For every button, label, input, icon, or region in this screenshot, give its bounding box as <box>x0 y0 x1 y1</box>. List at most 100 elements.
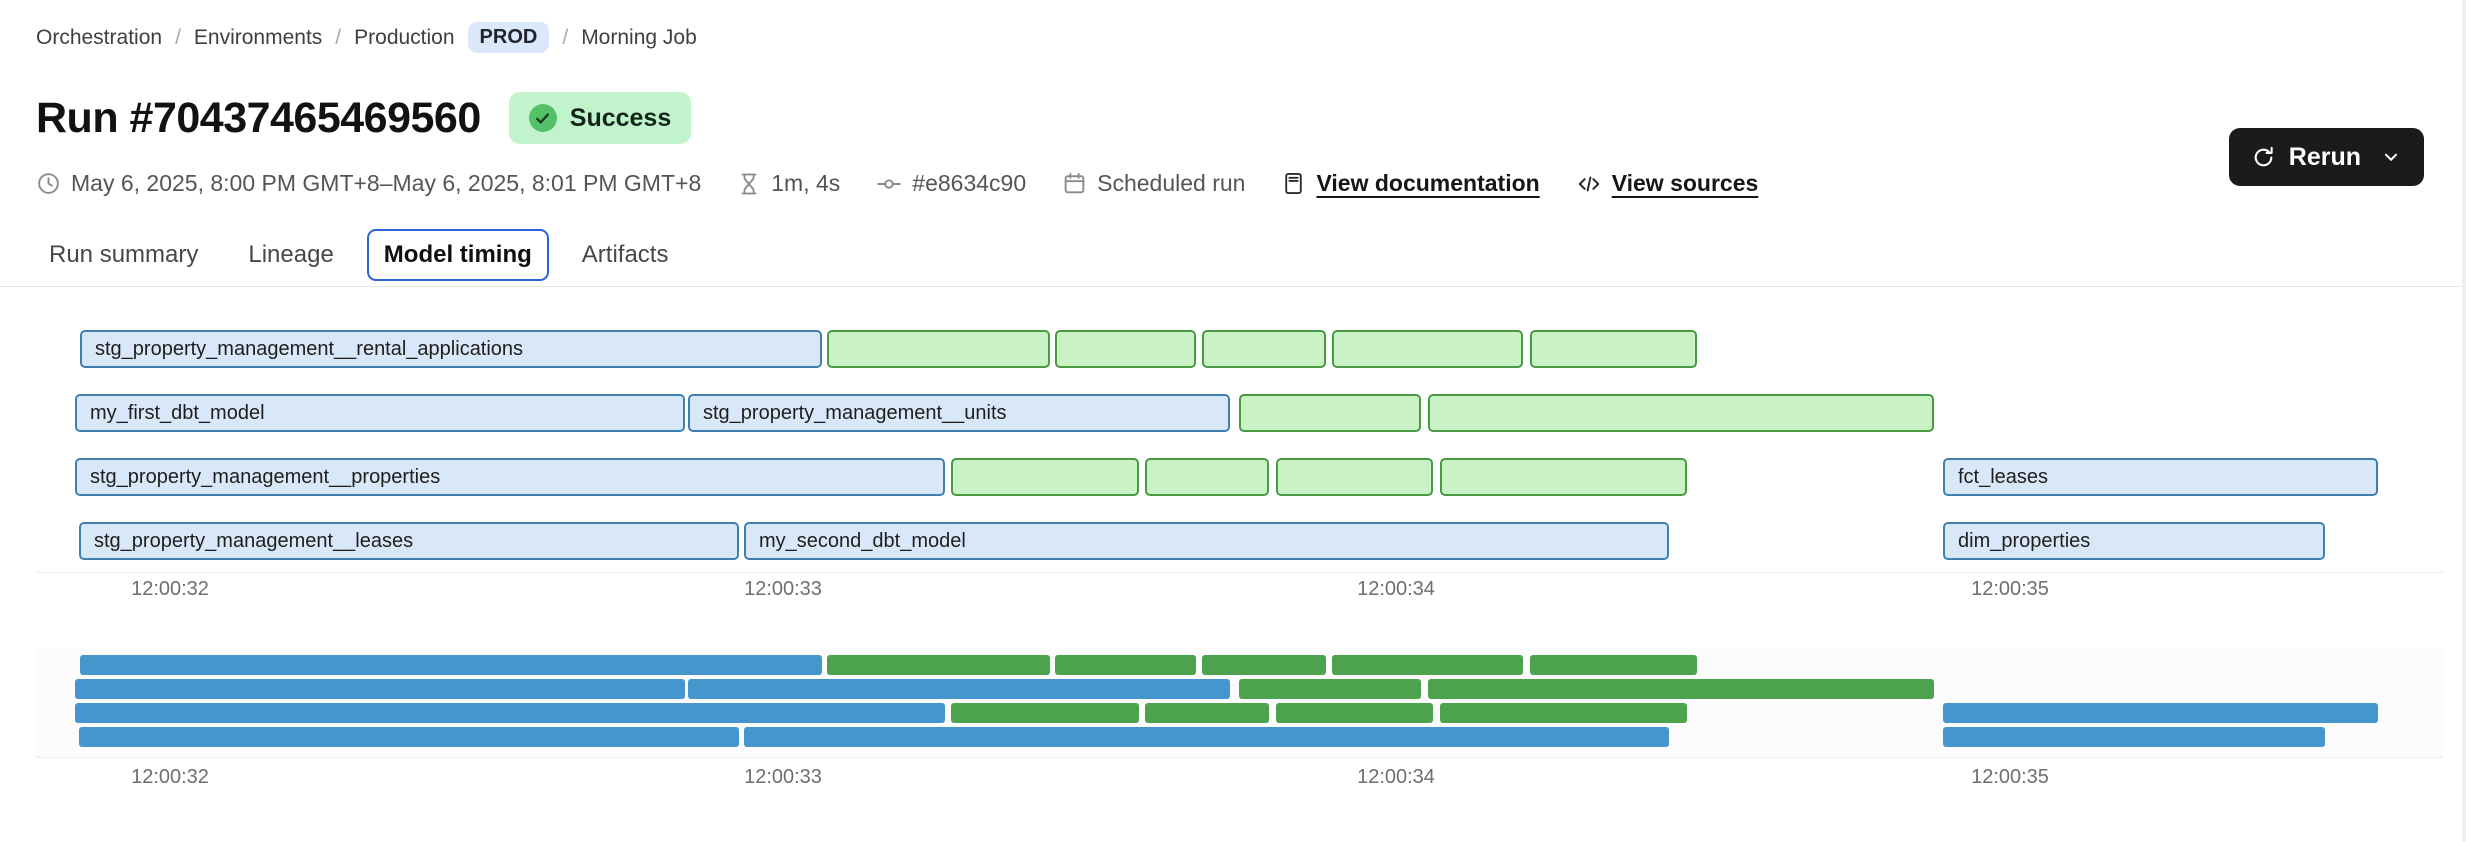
gantt-bar[interactable]: my_first_dbt_model <box>75 394 685 432</box>
gantt-bar[interactable] <box>1276 458 1433 496</box>
meta-time-range-text: May 6, 2025, 8:00 PM GMT+8–May 6, 2025, … <box>71 170 702 196</box>
time-tick-label: 12:00:34 <box>1357 766 1435 788</box>
success-check-icon <box>528 104 557 132</box>
gantt-bar-label: my_first_dbt_model <box>90 402 265 424</box>
minimap-time-axis-line <box>36 757 2443 758</box>
rerun-button[interactable]: Rerun <box>2228 128 2424 186</box>
view-sources-label[interactable]: View sources <box>1611 170 1759 196</box>
gantt-bar[interactable] <box>1055 330 1196 368</box>
gantt-bar[interactable]: stg_property_management__units <box>688 394 1230 432</box>
minimap-bar <box>1440 703 1687 723</box>
gantt-bar[interactable]: stg_property_management__rental_applicat… <box>80 330 822 368</box>
minimap-bar <box>951 703 1139 723</box>
minimap-bar <box>1332 655 1523 675</box>
meta-trigger-text: Scheduled run <box>1097 170 1246 196</box>
view-documentation-label[interactable]: View documentation <box>1316 170 1540 196</box>
main-time-axis-line <box>36 572 2443 573</box>
minimap-bar <box>744 727 1669 747</box>
tab-artifacts[interactable]: Artifacts <box>581 241 669 268</box>
minimap-bar <box>1055 655 1196 675</box>
minimap-bar <box>827 655 1050 675</box>
minimap-bar <box>1530 655 1697 675</box>
tab-run-summary[interactable]: Run summary <box>49 241 199 268</box>
hourglass-icon <box>741 173 757 194</box>
gantt-bar[interactable]: fct_leases <box>1943 458 2378 496</box>
gantt-bar-label: stg_property_management__units <box>703 402 1007 424</box>
rerun-label: Rerun <box>2288 142 2361 171</box>
view-documentation-link[interactable]: View documentation <box>1281 170 1540 197</box>
breadcrumb-separator: / <box>175 25 181 49</box>
chevron-down-icon[interactable] <box>2380 146 2402 168</box>
minimap-bar <box>80 655 822 675</box>
breadcrumb-separator: / <box>562 25 569 49</box>
clock-icon <box>38 173 59 194</box>
gantt-bar-label: stg_property_management__properties <box>90 466 441 488</box>
time-tick-label: 12:00:33 <box>744 766 822 788</box>
status-label: Success <box>569 103 672 132</box>
title-row: Run #70437465469560 Success <box>36 92 692 144</box>
run-tabs: Run summary Lineage Model timing Artifac… <box>32 228 685 282</box>
commit-icon <box>877 178 902 189</box>
minimap-bar <box>1239 679 1421 699</box>
tab-lineage[interactable]: Lineage <box>248 241 334 268</box>
breadcrumb-morning-job[interactable]: Morning Job <box>581 25 697 49</box>
tabs-divider <box>0 286 2466 287</box>
gantt-bar[interactable] <box>1428 394 1934 432</box>
gantt-bar-label: dim_properties <box>1958 530 2091 552</box>
gantt-bar[interactable] <box>1239 394 1421 432</box>
gantt-bar-label: my_second_dbt_model <box>759 530 966 552</box>
minimap-bar <box>1943 703 2378 723</box>
minimap-bar <box>1428 679 1934 699</box>
time-tick-label: 12:00:32 <box>131 766 209 788</box>
time-tick-label: 12:00:34 <box>1357 578 1435 600</box>
tab-model-timing[interactable]: Model timing <box>366 229 549 281</box>
minimap-bar <box>688 679 1230 699</box>
breadcrumb-orchestration[interactable]: Orchestration <box>36 25 163 49</box>
minimap-bar <box>75 703 945 723</box>
gantt-bar[interactable] <box>1440 458 1687 496</box>
gantt-bar[interactable]: dim_properties <box>1943 522 2325 560</box>
gantt-bar[interactable] <box>951 458 1139 496</box>
gantt-bar[interactable]: stg_property_management__leases <box>79 522 739 560</box>
minimap-bar <box>75 679 685 699</box>
time-tick-label: 12:00:35 <box>1971 578 2049 600</box>
gantt-bar[interactable] <box>1202 330 1326 368</box>
breadcrumb-separator: / <box>335 25 342 49</box>
refresh-icon <box>2254 146 2273 166</box>
minimap-bar <box>1276 703 1433 723</box>
gantt-bar-label: fct_leases <box>1958 466 2049 488</box>
minimap-bar <box>1145 703 1269 723</box>
run-meta-row: May 6, 2025, 8:00 PM GMT+8–May 6, 2025, … <box>36 170 1758 197</box>
gantt-bar[interactable] <box>1145 458 1269 496</box>
gantt-bar[interactable] <box>1530 330 1697 368</box>
time-tick-label: 12:00:32 <box>131 578 209 600</box>
gantt-bar[interactable]: my_second_dbt_model <box>744 522 1669 560</box>
status-badge: Success <box>508 92 692 144</box>
minimap-bar <box>1943 727 2325 747</box>
breadcrumb: Orchestration / Environments / Productio… <box>36 22 697 53</box>
breadcrumb-production[interactable]: Production <box>354 25 455 49</box>
document-icon <box>1285 172 1303 195</box>
meta-time-range: May 6, 2025, 8:00 PM GMT+8–May 6, 2025, … <box>36 170 701 197</box>
time-tick-label: 12:00:33 <box>744 578 822 600</box>
view-sources-link[interactable]: View sources <box>1576 170 1759 197</box>
env-prod-badge: PROD <box>467 22 550 53</box>
gantt-bar[interactable] <box>1332 330 1523 368</box>
time-tick-label: 12:00:35 <box>1971 766 2049 788</box>
meta-duration: 1m, 4s <box>737 170 840 197</box>
page-title: Run #70437465469560 <box>36 93 481 142</box>
minimap-bar <box>1202 655 1326 675</box>
meta-commit-text: #e8634c90 <box>912 170 1027 196</box>
gantt-bar-label: stg_property_management__rental_applicat… <box>95 338 524 360</box>
gantt-bar[interactable] <box>827 330 1050 368</box>
gantt-bar-label: stg_property_management__leases <box>94 530 414 552</box>
meta-commit: #e8634c90 <box>876 170 1026 197</box>
calendar-icon <box>1064 172 1085 194</box>
scrollbar[interactable] <box>2462 0 2466 842</box>
meta-trigger: Scheduled run <box>1062 170 1245 197</box>
breadcrumb-environments[interactable]: Environments <box>193 25 323 49</box>
gantt-bar[interactable]: stg_property_management__properties <box>75 458 945 496</box>
minimap-bar <box>79 727 739 747</box>
